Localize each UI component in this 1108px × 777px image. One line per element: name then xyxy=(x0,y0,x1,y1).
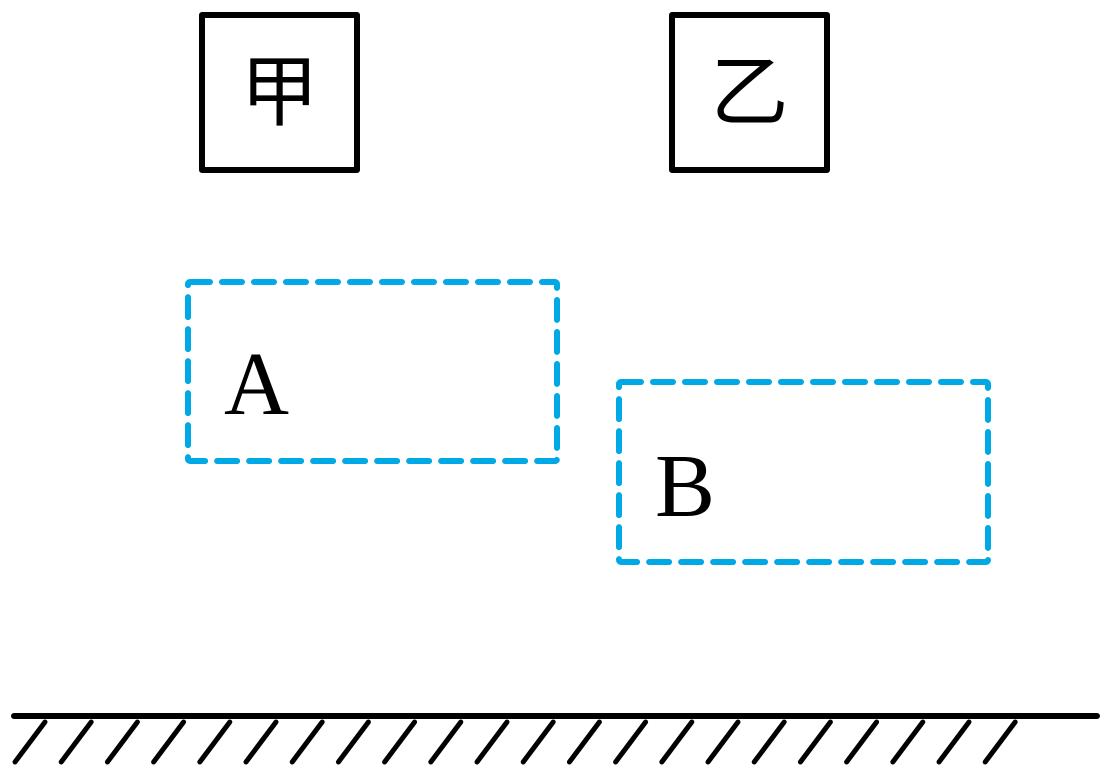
ground-hatch-mark xyxy=(982,719,1018,765)
ground-hatch-mark xyxy=(335,719,371,765)
ground-hatch-mark xyxy=(12,719,48,765)
block-jia: 甲 xyxy=(199,12,360,173)
region-a-label: A xyxy=(224,335,289,434)
region-b-label: B xyxy=(655,437,716,536)
ground-hatch-mark xyxy=(197,719,233,765)
ground-hatch-mark xyxy=(659,719,695,765)
ground-hatch-mark xyxy=(243,719,279,765)
ground-hatch-mark xyxy=(936,719,972,765)
ground-hatch-mark xyxy=(566,719,602,765)
ground-hatch-mark xyxy=(613,719,649,765)
ground-hatch-mark xyxy=(58,719,94,765)
ground-hatch-mark xyxy=(705,719,741,765)
block-jia-label: 甲 xyxy=(240,47,319,138)
block-yi-label: 乙 xyxy=(710,47,789,138)
region-b-outline xyxy=(616,379,991,565)
ground-hatch-mark xyxy=(751,719,787,765)
ground-hatch-mark xyxy=(151,719,187,765)
ground-hatch-mark xyxy=(890,719,926,765)
ground-hatch-mark xyxy=(520,719,556,765)
ground-hatch-mark xyxy=(474,719,510,765)
ground-hatch-mark xyxy=(428,719,464,765)
ground-hatch-mark xyxy=(382,719,418,765)
ground-hatch-mark xyxy=(104,719,140,765)
ground-hatch-mark xyxy=(289,719,325,765)
ground-hatch-mark xyxy=(797,719,833,765)
region-a-outline xyxy=(185,279,560,464)
ground-hatch-mark xyxy=(844,719,880,765)
ground-hatching xyxy=(12,719,1018,765)
block-yi: 乙 xyxy=(669,12,830,173)
